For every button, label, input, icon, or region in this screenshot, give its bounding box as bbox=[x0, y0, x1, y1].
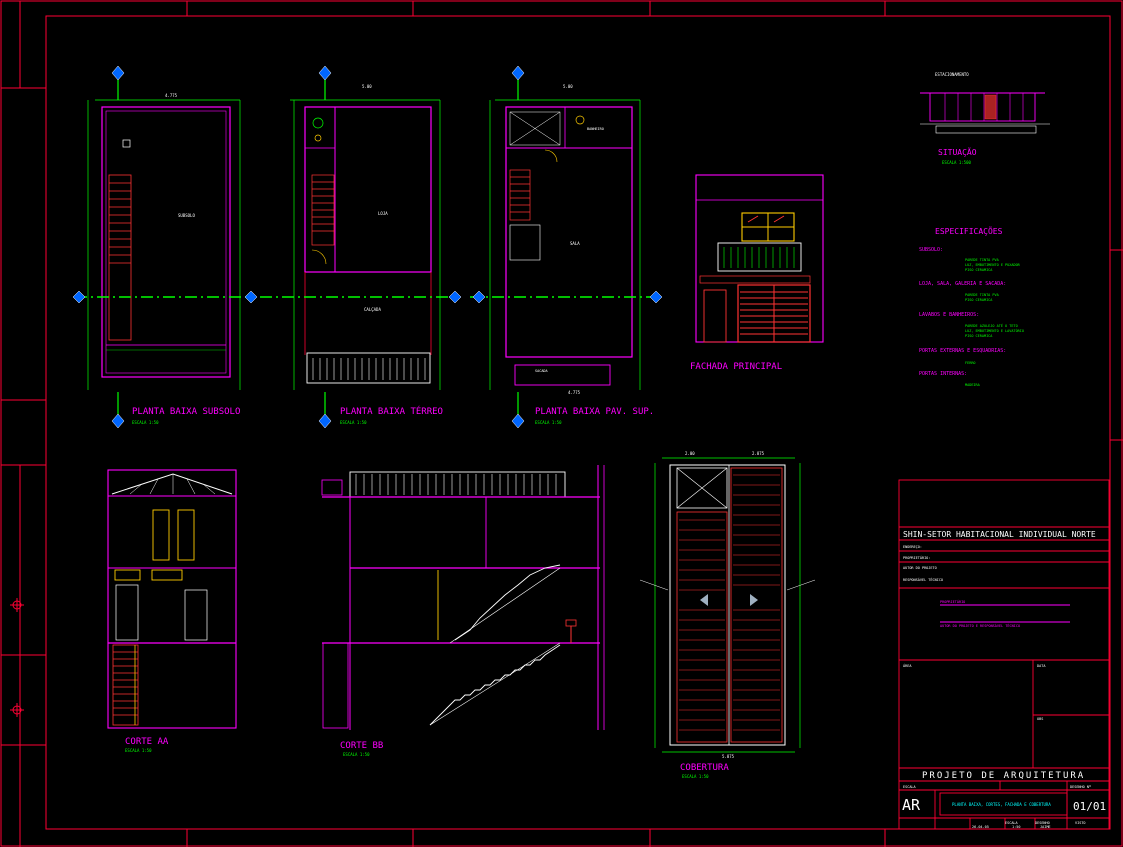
upper-title: PLANTA BAIXA PAV. SUP. bbox=[535, 407, 654, 417]
box-label: ÁREA bbox=[903, 663, 912, 668]
ground-title: PLANTA BAIXA TÉRREO bbox=[340, 405, 443, 417]
discipline-code: AR bbox=[902, 796, 921, 814]
box-label: DATA bbox=[1037, 664, 1046, 668]
ground-room-loja: LOJA bbox=[378, 211, 388, 216]
project-name: SHIN-SETOR HABITACIONAL INDIVIDUAL NORTE bbox=[903, 530, 1096, 539]
site-situation: ESTACIONAMENTO SITUAÇÃO ESCALA 1:500 bbox=[920, 72, 1050, 165]
facade-title: FACHADA PRINCIPAL bbox=[690, 362, 782, 372]
site-title: SITUAÇÃO bbox=[938, 147, 977, 157]
box-label: OBS bbox=[1037, 717, 1043, 721]
upper-room-banheiro: BANHEIRO bbox=[587, 127, 604, 131]
field-label: ENDEREÇO: bbox=[903, 545, 922, 549]
site-scale: ESCALA 1:500 bbox=[942, 160, 971, 165]
upper-dim-top: 5.00 bbox=[563, 84, 573, 89]
date-value: 26-04-05 bbox=[972, 825, 989, 829]
roof-dim-bottom: 5.875 bbox=[722, 754, 735, 759]
spec-item-label: PORTAS EXTERNAS E ESQUADRIAS: bbox=[919, 348, 1006, 354]
section-bb-scale: ESCALA 1:50 bbox=[343, 752, 370, 757]
spec-item-label: LOJA, SALA, GALERIA E SACADA: bbox=[919, 281, 1006, 287]
ground-dim-top: 5.00 bbox=[362, 84, 372, 89]
upper-scale: ESCALA 1:50 bbox=[535, 420, 562, 425]
section-bb: CORTE BB ESCALA 1:50 bbox=[321, 465, 605, 757]
upper-dim-bottom: 4.775 bbox=[568, 390, 581, 395]
scale-value: 1:50 bbox=[1012, 825, 1020, 829]
section-bb-title: CORTE BB bbox=[340, 741, 383, 751]
unit-label: ESCALA bbox=[903, 785, 917, 789]
bottom-label: ESCALA bbox=[1005, 821, 1019, 825]
roof-plan: 2.00 2.875 5.875 COBERTURA ESCALA 1:50 bbox=[639, 451, 816, 779]
spec-item-detail: PISO CERAMICA bbox=[965, 334, 993, 338]
roof-title: COBERTURA bbox=[680, 763, 729, 773]
spec-item-detail: LUZ, EMBUTIMENTO E PUXADOR bbox=[965, 263, 1021, 267]
signature-label: PROPRIETÁRIO bbox=[940, 599, 965, 604]
title-block-text: SHIN-SETOR HABITACIONAL INDIVIDUAL NORTE… bbox=[902, 530, 1106, 829]
field-label: RESPONSÁVEL TÉCNICO bbox=[903, 577, 943, 582]
title-block bbox=[898, 479, 1110, 830]
spec-item-detail: LUZ, EMBUTIMENTO E LAVATÓRIO bbox=[965, 328, 1024, 333]
basement-scale: ESCALA 1:50 bbox=[132, 420, 159, 425]
sheet-description: PLANTA BAIXA, CORTES, FACHADA E COBERTUR… bbox=[952, 802, 1051, 807]
section-aa-scale: ESCALA 1:50 bbox=[125, 748, 152, 753]
ground-scale: ESCALA 1:50 bbox=[340, 420, 367, 425]
spec-item-label: SUBSOLO: bbox=[919, 247, 943, 253]
basement-room-label: SUBSOLO bbox=[178, 213, 195, 218]
facade-elevation: FACHADA PRINCIPAL bbox=[690, 174, 824, 372]
spec-item-detail: MADEIRA bbox=[965, 383, 981, 387]
field-label: AUTOR DO PROJETO bbox=[903, 566, 937, 570]
spec-item-label: LAVABOS E BANHEIROS: bbox=[919, 312, 979, 318]
plan-basement: 4.775 SUBSOLO PLANTA BAIXA SUBSOLO ESCAL… bbox=[72, 65, 258, 429]
spec-item-detail: PAREDE TINTA PVA bbox=[965, 258, 1000, 262]
bottom-label: DESENHO bbox=[1035, 821, 1050, 825]
plan-ground-floor: 5.00 LOJA CALÇADA PLANTA BAIXA TÉRREO ES… bbox=[260, 65, 462, 429]
spec-item-detail: PISO CERAMICA bbox=[965, 298, 993, 302]
upper-room-sala: SALA bbox=[570, 241, 580, 246]
site-street-label: ESTACIONAMENTO bbox=[935, 72, 969, 77]
upper-room-sacada: SACADA bbox=[535, 369, 549, 373]
roof-dim-top-left: 2.00 bbox=[685, 451, 695, 456]
spec-title: ESPECIFICAÇÕES bbox=[935, 225, 1003, 236]
bottom-label: VISTO bbox=[1075, 821, 1086, 825]
field-label: PROPRIETÁRIO: bbox=[903, 555, 930, 560]
designer-value: JAIME bbox=[1040, 825, 1051, 829]
drawing-code-label: DESENHO Nº bbox=[1070, 785, 1091, 789]
roof-dim-top-right: 2.875 bbox=[752, 451, 765, 456]
ground-room-calcada: CALÇADA bbox=[364, 307, 381, 312]
registration-marks bbox=[10, 598, 24, 717]
roof-scale: ESCALA 1:50 bbox=[682, 774, 709, 779]
section-aa-title: CORTE AA bbox=[125, 737, 169, 747]
plan-upper-floor: 5.00 4.775 SALA BANHEIRO SACADA PLANTA B… bbox=[470, 65, 663, 429]
basement-dim-top: 4.775 bbox=[165, 93, 178, 98]
spec-item-detail: PISO CERAMICA bbox=[965, 268, 993, 272]
title-block-header: PROJETO DE ARQUITETURA bbox=[922, 771, 1085, 781]
specifications: ESPECIFICAÇÕES SUBSOLO: PAREDE TINTA PVA… bbox=[919, 225, 1024, 387]
signature-label: AUTOR DO PROJETO E RESPONSÁVEL TÉCNICO bbox=[940, 623, 1020, 628]
spec-item-detail: FERRO bbox=[965, 361, 976, 365]
spec-item-detail: PAREDE AZULEJO ATÉ O TETO bbox=[965, 323, 1018, 328]
basement-title: PLANTA BAIXA SUBSOLO bbox=[132, 407, 240, 417]
spec-item-detail: PAREDE TINTA PVA bbox=[965, 293, 1000, 297]
spec-item-label: PORTAS INTERNAS: bbox=[919, 371, 967, 377]
section-aa: CORTE AA ESCALA 1:50 bbox=[107, 469, 237, 753]
sheet-number: 01/01 bbox=[1073, 800, 1106, 813]
